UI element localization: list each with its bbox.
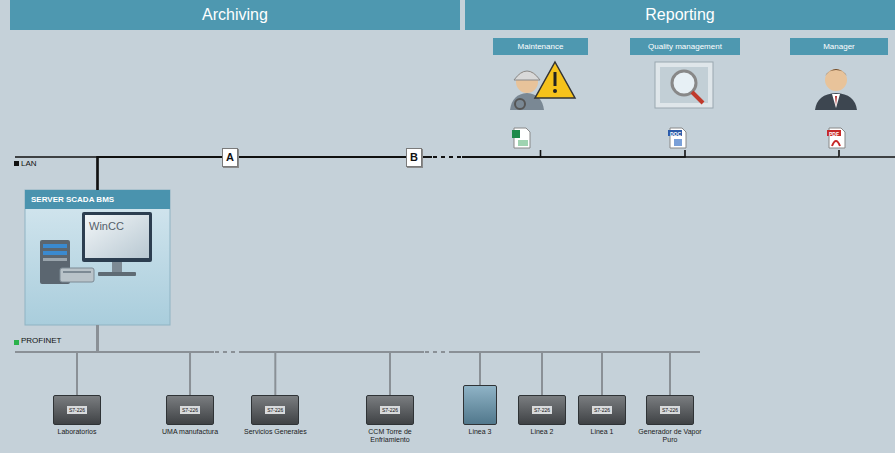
plc-device: S7-226Linea 1 [578, 395, 626, 436]
section-band: Reporting [465, 0, 895, 30]
report-box: Manager [790, 38, 888, 150]
maintenance-icon [510, 62, 575, 110]
network-link [98, 157, 407, 190]
plc-device: S7-226Laboratorios [53, 395, 101, 436]
manager-icon [815, 69, 857, 110]
device-label: UMA manufactura [162, 428, 218, 436]
device-label: Servicios Generales [244, 428, 307, 436]
network-link [77, 325, 98, 395]
ellipsis-gap [424, 347, 452, 357]
model-label: S7-226 [592, 406, 612, 414]
plc-device: S7-226CCM Torre de Enfriamiento [357, 395, 423, 443]
report-title: Quality management [630, 38, 740, 55]
word-file-icon [668, 128, 686, 148]
device-label: Generador de Vapor Puro [637, 428, 703, 443]
band-title: Archiving [10, 0, 460, 30]
software-name: WinCC [89, 220, 124, 232]
model-label: S7-226 [265, 406, 285, 414]
device-label: CCM Torre de Enfriamiento [357, 428, 423, 443]
ellipsis-gap [432, 152, 462, 162]
model-label: S7-226 [660, 406, 680, 414]
excel-file-icon [512, 128, 530, 148]
lan-marker [14, 161, 19, 166]
network-link [98, 325, 191, 395]
network-label: LAN [21, 159, 37, 168]
model-label: S7-226 [380, 406, 400, 414]
pdf-file-icon [827, 128, 845, 148]
archive-document: B [406, 148, 422, 167]
device-label: Laboratorios [58, 428, 97, 436]
plc-body: S7-226 [166, 395, 214, 425]
profinet-marker [14, 340, 19, 345]
model-label: S7-226 [67, 406, 87, 414]
report-box: Quality management [630, 38, 740, 150]
network-link [98, 325, 391, 395]
archive-letter: B [407, 149, 421, 166]
network-label: PROFINET [21, 336, 61, 345]
model-label: S7-226 [532, 406, 552, 414]
archive-document: A [222, 148, 238, 167]
model-label: S7-226 [180, 406, 200, 414]
plc-device: S7-226Generador de Vapor Puro [637, 395, 703, 443]
plc-body: S7-226 [518, 395, 566, 425]
file-type: DOC [670, 131, 681, 137]
plc-body: S7-226 [53, 395, 101, 425]
plc-device: S7-226Servicios Generales [244, 395, 307, 436]
plc-device: S7-226UMA manufactura [162, 395, 218, 436]
ellipsis-gap [214, 347, 242, 357]
report-title: Maintenance [493, 38, 588, 55]
plc-device: S7-226Linea 2 [518, 395, 566, 436]
section-band: Archiving [10, 0, 460, 30]
lan-bus [15, 156, 98, 158]
profinet-bus [668, 351, 700, 353]
file-type: PDF [829, 131, 839, 137]
quality-icon [655, 62, 713, 108]
plc-body: S7-226 [578, 395, 626, 425]
device-label: Linea 2 [531, 428, 554, 436]
server-illustration [40, 212, 152, 284]
network-link [98, 150, 541, 190]
archive-letter: A [223, 149, 237, 166]
plc-body: S7-226 [366, 395, 414, 425]
plc-body: S7-226 [646, 395, 694, 425]
network-link [98, 325, 481, 385]
device-label: Linea 3 [469, 428, 492, 436]
plc-compact-body [463, 385, 497, 425]
device-label: Linea 1 [591, 428, 614, 436]
network-link [98, 325, 276, 395]
network-link [98, 325, 671, 395]
plc-device: Linea 3 [463, 385, 497, 436]
plc-body: S7-226 [251, 395, 299, 425]
server-box: SERVER SCADA BMS WinCC [25, 190, 170, 325]
network-link [98, 150, 840, 190]
server-title: SERVER SCADA BMS [25, 190, 170, 209]
report-title: Manager [790, 38, 888, 55]
lan-bus [840, 156, 895, 158]
report-box: Maintenance [493, 38, 588, 150]
network-link [98, 157, 223, 190]
network-link [98, 150, 686, 190]
server-panel [25, 190, 170, 325]
band-title: Reporting [465, 0, 895, 30]
network-link [98, 325, 603, 395]
